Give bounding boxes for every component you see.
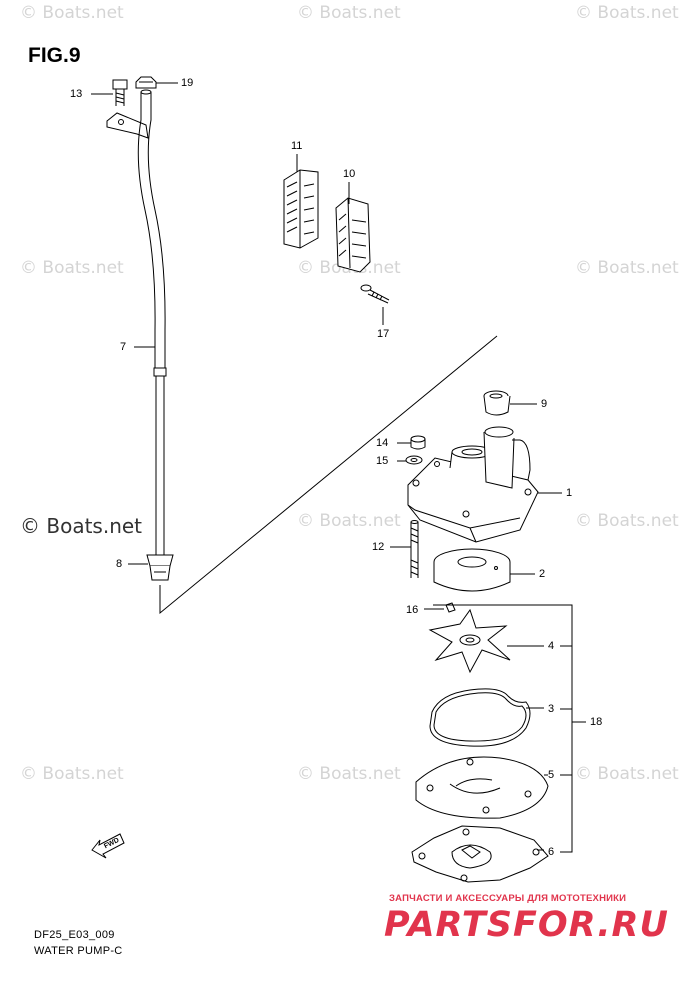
callout-17: 17	[377, 328, 390, 340]
bushing-part-14	[410, 435, 426, 450]
callout-14: 14	[376, 437, 389, 449]
figure-title: FIG.9	[28, 44, 81, 67]
callout-5: 5	[548, 769, 555, 781]
pump-case-part-1	[407, 426, 539, 543]
callout-10: 10	[343, 168, 356, 180]
gasket-part-3	[429, 688, 531, 747]
grommet-part-8	[146, 554, 174, 581]
watermark: © Boats.net	[575, 511, 679, 531]
water-tube-part-7	[137, 89, 167, 555]
key-part-16	[445, 602, 456, 613]
callout-8: 8	[116, 558, 123, 570]
grommet-part-19	[135, 76, 157, 89]
stud-bolt-part-12	[410, 520, 419, 578]
watermark: © Boats.net	[575, 3, 679, 23]
watermark-dark: © Boats.net	[20, 514, 143, 538]
screw-part-17	[360, 284, 390, 304]
watermark: © Boats.net	[20, 3, 124, 23]
plate-part-5	[415, 756, 549, 819]
diagram-code: DF25_E03_009	[34, 929, 115, 941]
grille-part-10	[335, 197, 371, 273]
callout-6: 6	[548, 846, 555, 858]
watermark: © Boats.net	[20, 764, 124, 784]
watermark: © Boats.net	[20, 258, 124, 278]
callout-13: 13	[70, 88, 83, 100]
callout-1: 1	[566, 487, 573, 499]
callout-11: 11	[291, 140, 303, 152]
callout-3: 3	[548, 703, 555, 715]
callout-4: 4	[548, 640, 555, 652]
pump-liner-part-2	[433, 548, 511, 592]
callout-18: 18	[590, 716, 603, 728]
washer-part-15	[405, 455, 423, 465]
watermark: © Boats.net	[297, 3, 401, 23]
stamp-brand-logo: PARTSFOR.RU	[384, 905, 669, 945]
tube-bracket	[106, 112, 149, 139]
watermark: © Boats.net	[575, 764, 679, 784]
diagram-section-name: WATER PUMP-C	[34, 945, 123, 957]
collar-part-9	[483, 390, 511, 416]
impeller-part-4	[428, 608, 511, 674]
grille-part-11	[283, 169, 319, 249]
callout-9: 9	[541, 398, 548, 410]
callout-16: 16	[406, 604, 419, 616]
stamp-tagline: ЗАПЧАСТИ И АКСЕССУАРЫ ДЛЯ МОТОТЕХНИКИ	[389, 893, 627, 904]
gasket-part-6	[411, 825, 549, 883]
fwd-direction-arrow	[91, 833, 125, 859]
callout-15: 15	[376, 455, 389, 467]
callout-19: 19	[181, 77, 194, 89]
bolt-part-13	[112, 79, 128, 106]
watermark: © Boats.net	[297, 511, 401, 531]
leader-lines	[91, 82, 586, 853]
callout-12: 12	[372, 541, 385, 553]
watermark: © Boats.net	[297, 764, 401, 784]
watermark: © Boats.net	[575, 258, 679, 278]
callout-7: 7	[120, 341, 127, 353]
assembly-guide-line	[159, 335, 498, 615]
callout-2: 2	[539, 568, 546, 580]
